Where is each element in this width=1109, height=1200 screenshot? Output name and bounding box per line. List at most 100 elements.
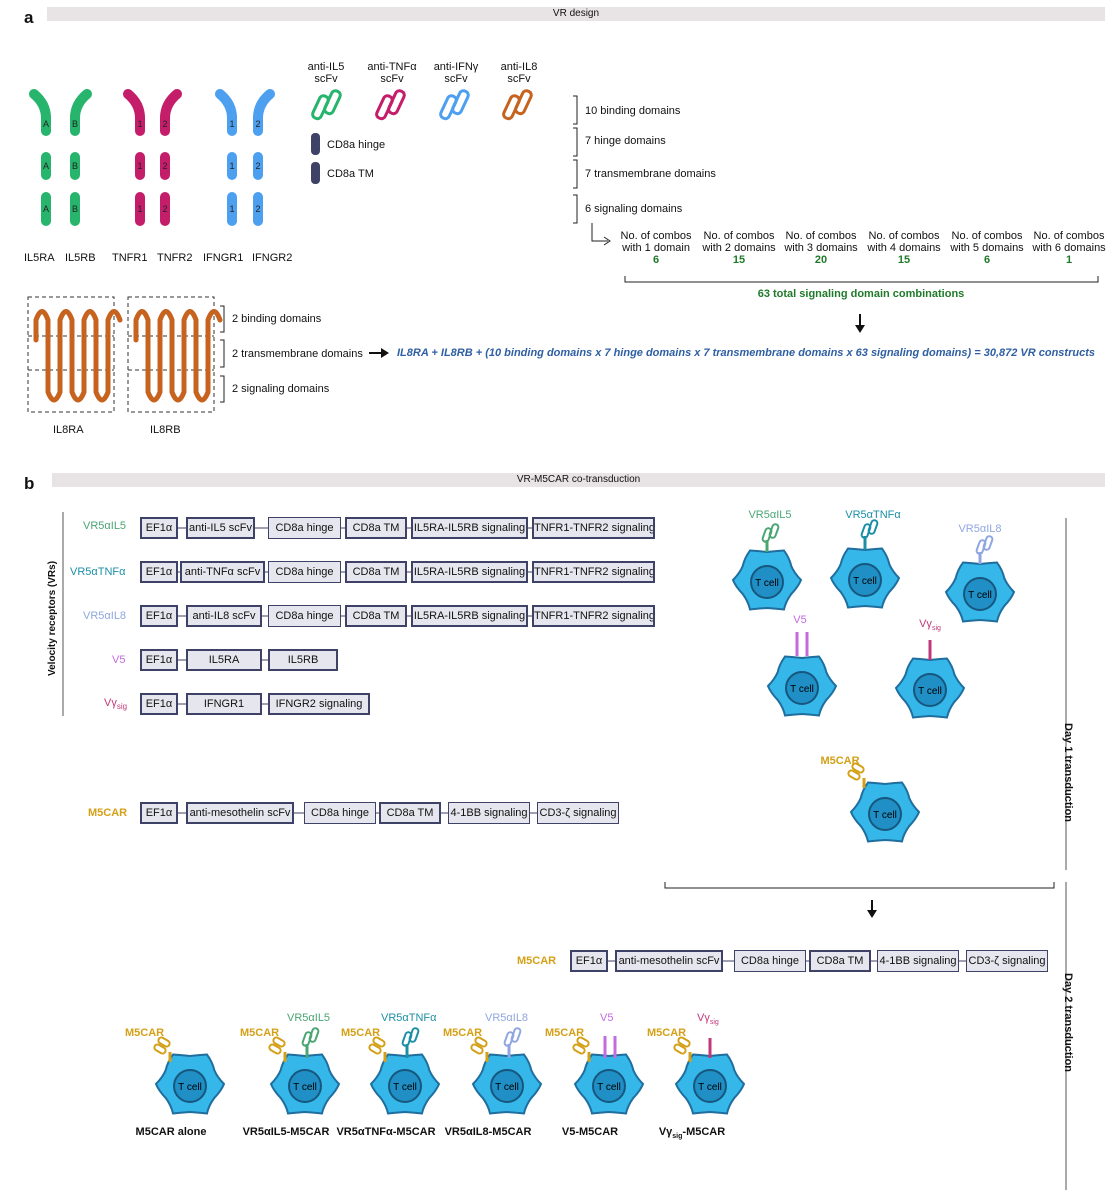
scfv-icon (311, 94, 330, 121)
construct-name: VR5αTNFα (70, 566, 126, 578)
day2-label: Day 2 transduction (1062, 973, 1074, 1073)
construct-name: V5 (112, 654, 126, 666)
t-cell-label: T cell (873, 810, 897, 821)
domain-letter: B (72, 204, 78, 214)
domain-letter: A (43, 204, 49, 214)
domain-count: 10 binding domains (585, 105, 681, 117)
vr-label: V5 (600, 1012, 614, 1024)
scfv-small (982, 535, 994, 551)
receptor-domain (253, 112, 263, 136)
t-cell-label: T cell (853, 576, 877, 587)
car-scfv (851, 762, 865, 774)
scfv-small (408, 1027, 420, 1043)
domain-letter: B (72, 119, 78, 129)
receptor-domain (41, 112, 51, 136)
bracket (573, 127, 578, 157)
receptor-domain (160, 192, 170, 226)
construct-box: IL5RA-IL5RB signaling (411, 561, 528, 583)
car-label: M5CAR (443, 1027, 483, 1039)
receptor-domain (160, 112, 170, 136)
down-arrowhead (855, 325, 865, 333)
combo-total: 63 total signaling domain combinations (757, 288, 965, 300)
construct-box: CD8a TM (379, 802, 441, 824)
legend-tm-label: CD8a TM (327, 168, 374, 180)
scfv-icon (502, 94, 521, 121)
receptor-domain (135, 152, 145, 180)
construct-box: EF1α (140, 649, 178, 671)
cell-receptor-label: VR5αTNFα (845, 509, 901, 521)
bracket (220, 339, 225, 368)
construct-box: EF1α (570, 950, 608, 972)
il8-receptor-name: IL8RB (150, 424, 181, 436)
receptor-name: IL5RA (24, 252, 55, 264)
construct-box: CD3-ζ signaling (537, 802, 619, 824)
scfv-small (308, 1027, 320, 1043)
construct-box: CD8a hinge (304, 802, 376, 824)
t-cell-nucleus (288, 1069, 322, 1103)
car-scfv (268, 1043, 282, 1055)
construct-box: 4-1BB signaling (877, 950, 959, 972)
car-scfv (576, 1036, 590, 1048)
construct-box: CD3-ζ signaling (966, 950, 1048, 972)
t-cell-nucleus (592, 1069, 626, 1103)
t-cell-nucleus (173, 1069, 207, 1103)
t-cell-nucleus (913, 673, 947, 707)
domain-letter: 1 (229, 161, 234, 171)
cell-name: VR5αTNFα-M5CAR (336, 1126, 436, 1138)
construct-box: anti-mesothelin scFv (186, 802, 294, 824)
receptor-name: TNFR1 (112, 252, 148, 264)
t-cell-label: T cell (918, 686, 942, 697)
construct-box: EF1α (140, 802, 178, 824)
vr-label: VR5αIL8 (485, 1012, 529, 1024)
t-cell-label: T cell (968, 590, 992, 601)
connector-arrowhead (603, 236, 611, 246)
bracket (220, 375, 225, 403)
down-arrowhead (867, 910, 877, 918)
construct-name: Vγsig (104, 697, 128, 712)
construct-box: EF1α (140, 605, 178, 627)
domain-letter: 2 (162, 204, 167, 214)
construct-name: M5CAR (88, 807, 128, 819)
il8-receptor-name: IL8RA (53, 424, 84, 436)
construct-box: EF1α (140, 517, 178, 539)
construct-name: M5CAR (517, 955, 557, 967)
domain-letter: 2 (162, 119, 167, 129)
construct-box: IL5RA (186, 649, 262, 671)
il8-box (27, 296, 115, 413)
cell-receptor-label: V5 (793, 614, 807, 626)
construct-box: anti-IL5 scFv (186, 517, 255, 539)
cell-name: VR5αIL8-M5CAR (444, 1126, 532, 1138)
t-cell-nucleus (490, 1069, 524, 1103)
v5-receptor (603, 1036, 617, 1058)
scfv-icon (439, 94, 458, 121)
construct-box: CD8a TM (345, 605, 407, 627)
construct-box: anti-mesothelin scFv (615, 950, 723, 972)
t-cell-label: T cell (495, 1082, 519, 1093)
cell-name: M5CAR alone (135, 1126, 207, 1138)
t-cell-nucleus (388, 1069, 422, 1103)
il8-domain-label: 2 transmembrane domains (232, 348, 363, 360)
construct-box: CD8a TM (345, 561, 407, 583)
construct-box: CD8a hinge (268, 517, 341, 539)
t-cell-nucleus (750, 565, 784, 599)
construct-box: IFNGR1 (186, 693, 262, 715)
domain-letter: 2 (255, 161, 260, 171)
v5-receptor (795, 632, 809, 656)
il8-domain-label: 2 binding domains (232, 313, 322, 325)
cell-receptor-label: Vγsig (919, 618, 941, 633)
day1-bracket (664, 882, 1055, 889)
bracket (573, 95, 578, 125)
receptor-domain (135, 192, 145, 226)
car-scfv (272, 1036, 286, 1048)
combo-bracket (624, 276, 1099, 283)
domain-letter: 2 (162, 161, 167, 171)
receptor-name: IFNGR2 (252, 252, 293, 264)
domain-count: 7 transmembrane domains (585, 168, 716, 180)
t-cell-label: T cell (393, 1082, 417, 1093)
scfv-icon (451, 89, 470, 116)
